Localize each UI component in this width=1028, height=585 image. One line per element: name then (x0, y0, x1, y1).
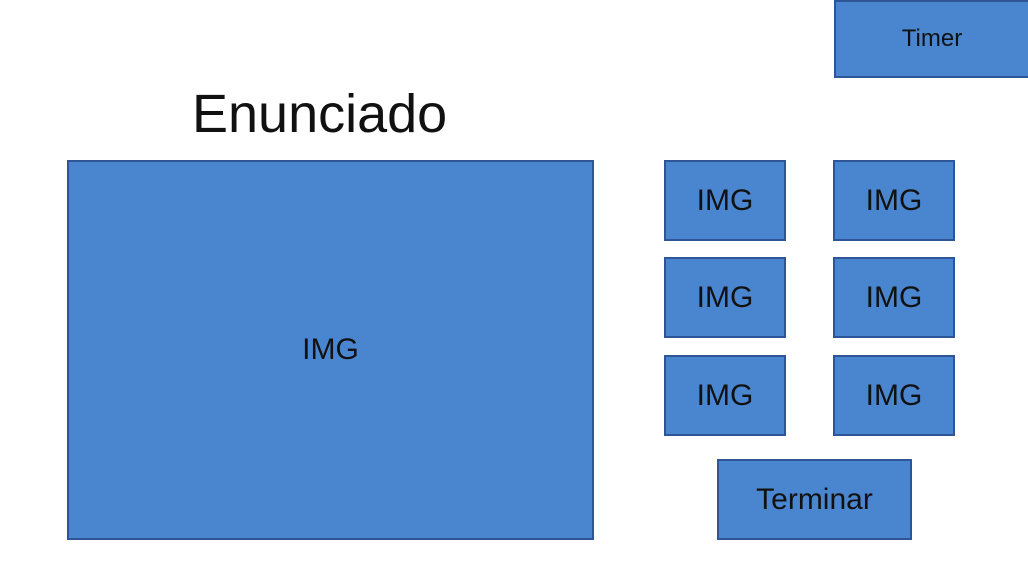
finish-button[interactable]: Terminar (717, 459, 912, 540)
option-image-2[interactable]: IMG (833, 160, 955, 241)
option-image-6[interactable]: IMG (833, 355, 955, 436)
option-image-1[interactable]: IMG (664, 160, 786, 241)
main-image-placeholder: IMG (67, 160, 594, 540)
main-image-label: IMG (302, 333, 359, 366)
option-image-label: IMG (696, 183, 754, 217)
option-image-label: IMG (696, 280, 754, 314)
option-image-3[interactable]: IMG (664, 257, 786, 338)
option-image-label: IMG (865, 183, 923, 217)
option-image-label: IMG (696, 378, 754, 412)
option-image-4[interactable]: IMG (833, 257, 955, 338)
option-image-label: IMG (865, 378, 923, 412)
finish-button-label: Terminar (756, 482, 873, 516)
timer-label: Timer (901, 25, 963, 52)
question-title: Enunciado (192, 84, 448, 144)
option-image-label: IMG (865, 280, 923, 314)
option-image-5[interactable]: IMG (664, 355, 786, 436)
timer-box: Timer (834, 0, 1028, 78)
